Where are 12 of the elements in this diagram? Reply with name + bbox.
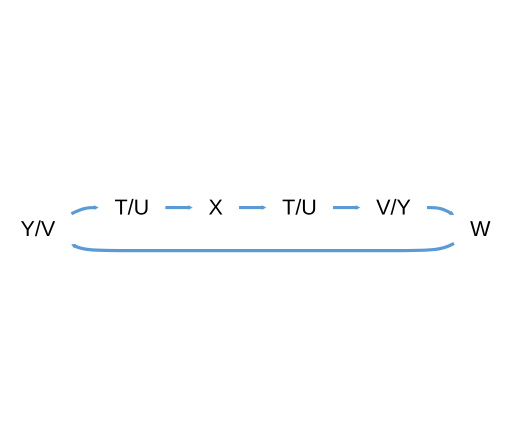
arrow — [71, 242, 455, 252]
arrow — [165, 204, 193, 210]
arrow — [239, 204, 266, 210]
node-text: V/Y — [376, 195, 411, 220]
node-text: Y/V — [20, 216, 56, 241]
node-text: T/U — [282, 195, 317, 220]
arrow — [70, 204, 99, 215]
arrow — [427, 206, 454, 215]
node-text: X — [208, 195, 223, 220]
node-text: W — [470, 216, 491, 241]
arrow — [333, 204, 360, 210]
node-text: T/U — [114, 195, 150, 220]
